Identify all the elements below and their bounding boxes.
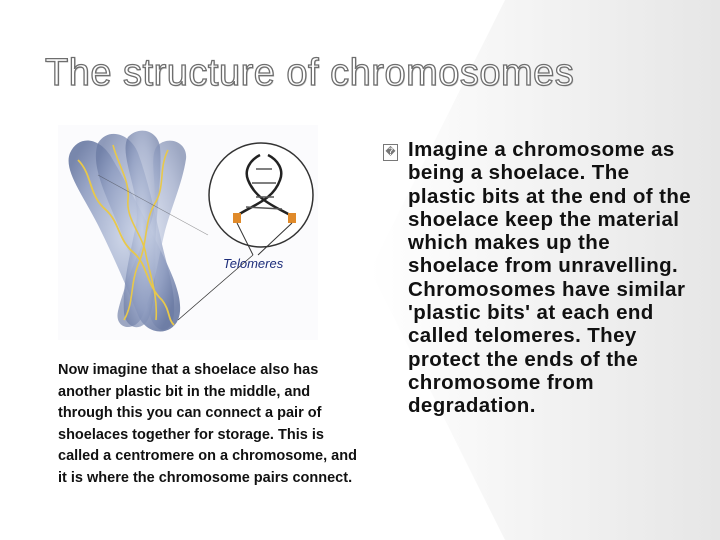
bullet-item: � Imagine a chromosome as being a shoela… — [383, 138, 713, 418]
chromosome-illustration: Telomeres — [58, 125, 318, 340]
slide-title: The structure of chromosomes — [44, 51, 575, 94]
centromere-caption: Now imagine that a shoelace also has ano… — [58, 362, 357, 486]
bullet-text: Imagine a chromosome as being a shoelace… — [408, 138, 692, 418]
bullet-icon: � — [383, 144, 398, 161]
telomeres-label: Telomeres — [223, 256, 284, 271]
